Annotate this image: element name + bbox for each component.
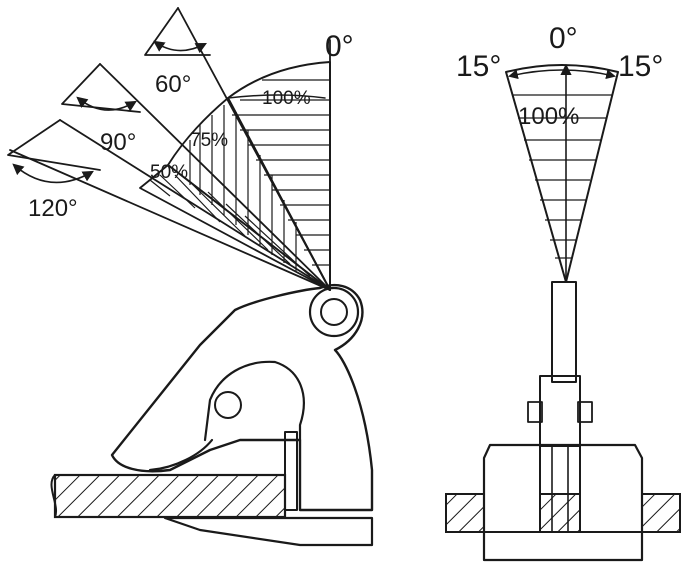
- front-capacity-label: 100%: [518, 103, 579, 130]
- angle-label-0: 0°: [325, 30, 354, 63]
- capacity-label-100: 100%: [262, 88, 311, 109]
- capacity-label-75: 75%: [190, 130, 228, 151]
- angle-label-120: 120°: [28, 195, 78, 222]
- clamp-body: [110, 284, 374, 547]
- side-view: [7, 7, 374, 547]
- front-angle-left: 15°: [456, 50, 501, 83]
- capacity-100-arc: [227, 94, 326, 99]
- reduced-load-sector: [167, 97, 331, 291]
- angle-label-60: 60°: [155, 71, 191, 98]
- angle-90-marker: [61, 63, 141, 113]
- front-angle-right: 15°: [618, 50, 663, 83]
- shackle-ring: [308, 286, 360, 338]
- angle-radials: [9, 7, 331, 291]
- front-angle-center: 0°: [549, 22, 578, 55]
- front-view: [445, 63, 681, 562]
- angle-60-marker: [144, 7, 211, 56]
- front-plate: [445, 493, 681, 533]
- cam-pivot: [214, 391, 242, 419]
- load-cone: [505, 63, 619, 283]
- shackle-hole: [320, 298, 348, 326]
- capacity-label-50: 50%: [150, 162, 188, 183]
- angle-120-marker: [7, 119, 101, 184]
- angle-label-90: 90°: [100, 129, 136, 156]
- side-plate: [50, 473, 287, 519]
